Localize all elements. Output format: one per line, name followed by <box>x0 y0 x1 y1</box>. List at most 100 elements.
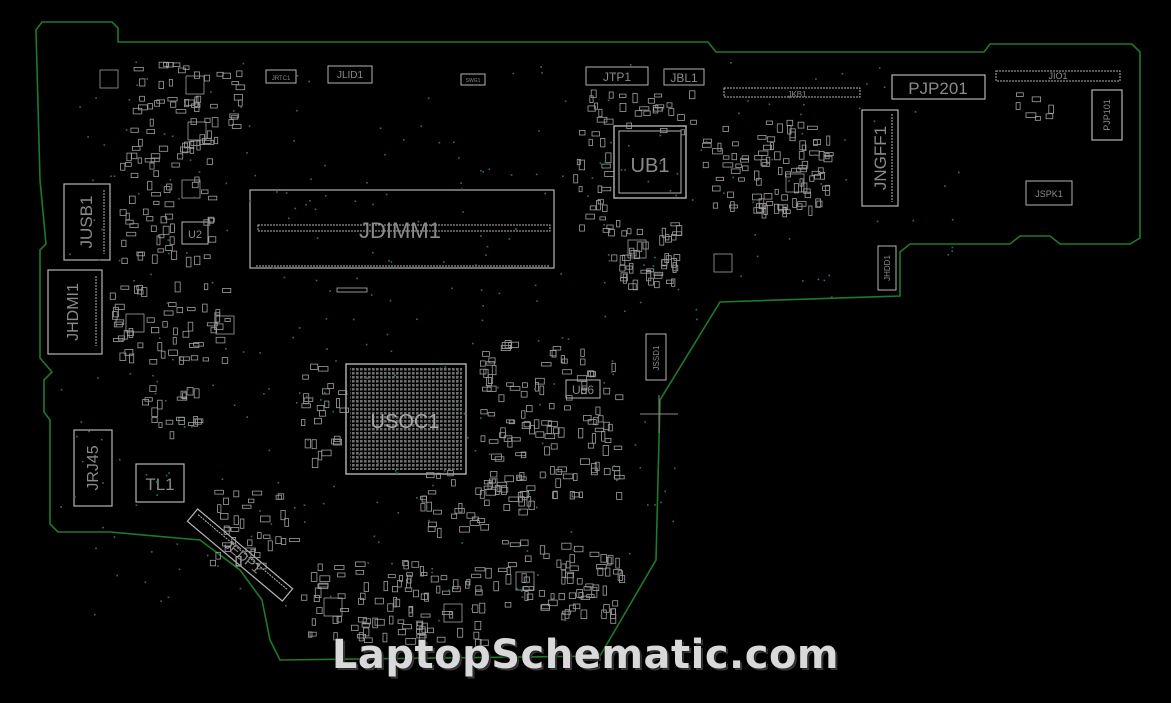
smd-part <box>504 339 512 349</box>
smd-part <box>740 158 749 163</box>
via <box>801 132 804 135</box>
via <box>613 465 615 467</box>
smd-part <box>798 151 805 160</box>
via <box>768 103 771 105</box>
smd-part <box>763 144 772 151</box>
smd-part <box>256 562 267 570</box>
smd-part <box>165 245 173 252</box>
via <box>76 435 78 438</box>
smd-part <box>209 559 217 567</box>
jhdd1-label: JHDD1 <box>883 255 892 281</box>
smd-part <box>634 110 643 117</box>
smd-part <box>142 208 149 216</box>
smd-part <box>815 198 821 208</box>
smd-part <box>333 439 343 446</box>
via <box>110 175 112 178</box>
via <box>118 339 120 341</box>
smd-part <box>374 618 385 626</box>
via <box>390 350 393 353</box>
via <box>169 179 172 181</box>
via <box>60 388 63 391</box>
smd-part <box>480 435 486 442</box>
smd-part <box>233 490 240 498</box>
smd-part <box>479 602 486 614</box>
via <box>277 482 280 484</box>
via <box>160 600 162 602</box>
via <box>660 109 663 111</box>
smd-part <box>420 593 428 600</box>
smd-part <box>129 223 139 228</box>
smd-part <box>565 560 571 569</box>
via <box>135 504 138 506</box>
smd-part <box>595 406 601 416</box>
smd-part <box>149 385 157 392</box>
via <box>211 281 214 284</box>
pjp101-box <box>1091 89 1123 141</box>
smd-part <box>557 427 565 438</box>
smd-part <box>151 192 161 197</box>
via <box>845 179 848 181</box>
smd-part <box>203 254 211 260</box>
smd-part <box>598 415 604 423</box>
via <box>69 253 71 256</box>
small-components <box>99 61 1054 650</box>
via <box>115 325 117 327</box>
smd-part <box>131 145 141 151</box>
via <box>634 444 637 446</box>
via <box>225 348 227 350</box>
smd-part <box>672 262 677 273</box>
via <box>167 596 170 599</box>
smd-part <box>281 538 287 545</box>
jhdmi1-label: JHDMI1 <box>65 283 82 341</box>
via <box>537 340 540 342</box>
via <box>101 228 103 231</box>
via <box>394 469 397 472</box>
via <box>150 273 152 276</box>
smd-part <box>201 189 209 195</box>
smd-part <box>604 437 612 443</box>
smd-part <box>569 604 576 612</box>
via <box>288 217 290 220</box>
via <box>620 169 623 171</box>
jhdd1-box <box>877 245 897 291</box>
via <box>647 504 649 506</box>
via <box>431 571 433 574</box>
via <box>432 484 434 487</box>
via <box>165 474 168 477</box>
via <box>659 162 661 165</box>
via <box>488 453 491 455</box>
smd-part <box>549 403 555 410</box>
smd-part <box>324 400 330 408</box>
smd-part <box>505 574 512 585</box>
smd-part <box>560 563 567 571</box>
jtp1-box <box>585 66 649 86</box>
via <box>396 472 398 474</box>
smd-part <box>547 420 558 427</box>
smd-part <box>317 583 329 589</box>
ic-package <box>323 597 343 617</box>
via <box>193 196 196 199</box>
smd-part <box>175 109 187 114</box>
via <box>152 374 154 377</box>
smd-part <box>193 388 200 399</box>
smd-part <box>809 150 820 156</box>
smd-part <box>824 184 831 196</box>
via <box>873 120 876 123</box>
smd-part <box>186 306 196 312</box>
smd-part <box>146 216 154 222</box>
smd-part <box>816 200 823 208</box>
smd-part <box>184 99 195 106</box>
via <box>458 157 460 159</box>
smd-part <box>535 431 545 438</box>
jrtc1-box <box>265 69 297 84</box>
via <box>248 125 251 127</box>
smd-part <box>614 470 621 480</box>
smd-part <box>516 474 522 481</box>
smd-part <box>355 561 366 568</box>
smd-part <box>607 423 613 432</box>
smd-part <box>164 213 174 220</box>
smd-part <box>162 225 170 235</box>
smd-part <box>1025 112 1037 119</box>
smd-part <box>526 405 533 413</box>
via <box>298 327 301 329</box>
